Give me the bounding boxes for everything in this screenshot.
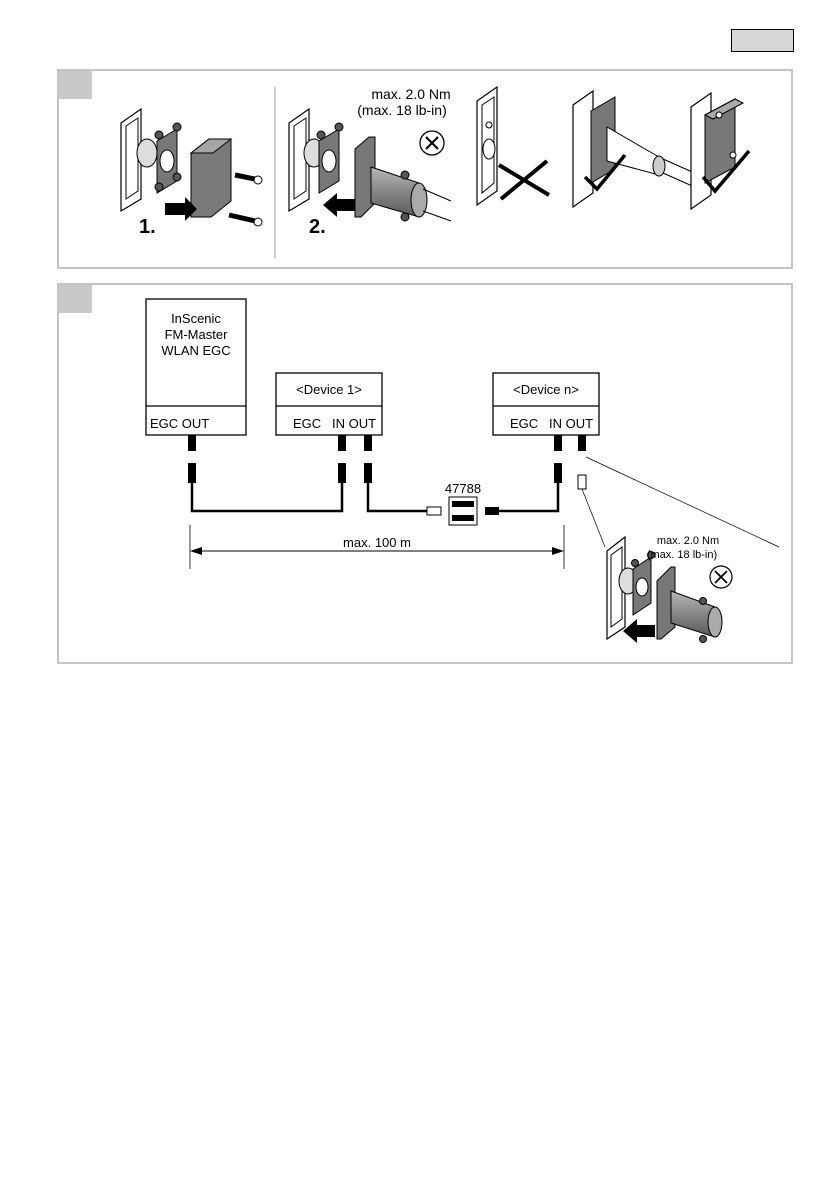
master-name-line3: WLAN EGC xyxy=(161,343,230,358)
cover-cap xyxy=(191,139,231,217)
flange-socket-step1 xyxy=(155,123,181,193)
flange-socket-detail xyxy=(632,552,655,616)
port-connector-icons xyxy=(188,435,586,483)
device1-port-labels: EGC IN OUT xyxy=(293,416,376,431)
master-name-line2: FM-Master xyxy=(165,327,229,342)
device1-name: <Device 1> xyxy=(296,382,362,397)
wiring-diagram: InScenic FM-Master WLAN EGC EGC OUT <Dev… xyxy=(59,285,795,666)
insert-arrow-icon xyxy=(623,619,655,643)
wall-plate-step1 xyxy=(121,109,157,211)
callout-line xyxy=(582,489,605,547)
cable-to-devicen xyxy=(493,483,558,511)
do-not-tighten-icon xyxy=(420,131,444,155)
adapter-icon xyxy=(449,497,477,525)
torque-label-line1: max. 2.0 Nm xyxy=(371,86,450,102)
terminator-icon xyxy=(578,475,586,489)
insert-arrow-icon xyxy=(323,193,355,217)
cross-mark-icon xyxy=(499,161,549,199)
wall-plate-with-cable xyxy=(573,91,699,207)
wall-plate-open xyxy=(477,87,497,205)
wall-plate-with-cap xyxy=(691,93,743,209)
step2-label: 2. xyxy=(309,216,326,238)
callout-line xyxy=(586,457,779,547)
adapter-part-number: 47788 xyxy=(445,481,481,496)
devicen-name: <Device n> xyxy=(513,382,579,397)
flange-socket-step2 xyxy=(317,123,343,193)
step1-label: 1. xyxy=(139,216,156,238)
master-port-label: EGC OUT xyxy=(150,416,209,431)
mounting-panel: 1. 2. max. 2.0 Nm (max. 18 lb-in) xyxy=(57,69,793,269)
detail-torque-line1: max. 2.0 Nm xyxy=(657,535,719,547)
torque-label-line2: (max. 18 lb-in) xyxy=(357,102,446,118)
cable-master-to-device1 xyxy=(192,483,342,511)
devicen-port-labels: EGC IN OUT xyxy=(510,416,593,431)
mounting-illustration: 1. 2. max. 2.0 Nm (max. 18 lb-in) xyxy=(59,71,795,271)
master-name-line1: InScenic xyxy=(171,311,221,326)
distance-label: max. 100 m xyxy=(343,535,411,550)
screw-icon xyxy=(229,175,262,226)
wiring-panel: InScenic FM-Master WLAN EGC EGC OUT <Dev… xyxy=(57,283,793,664)
detail-torque-line2: (max. 18 lb-in) xyxy=(647,549,717,561)
page-tab xyxy=(731,29,794,52)
cable-device1-out xyxy=(368,483,431,511)
do-not-tighten-icon xyxy=(710,566,732,588)
